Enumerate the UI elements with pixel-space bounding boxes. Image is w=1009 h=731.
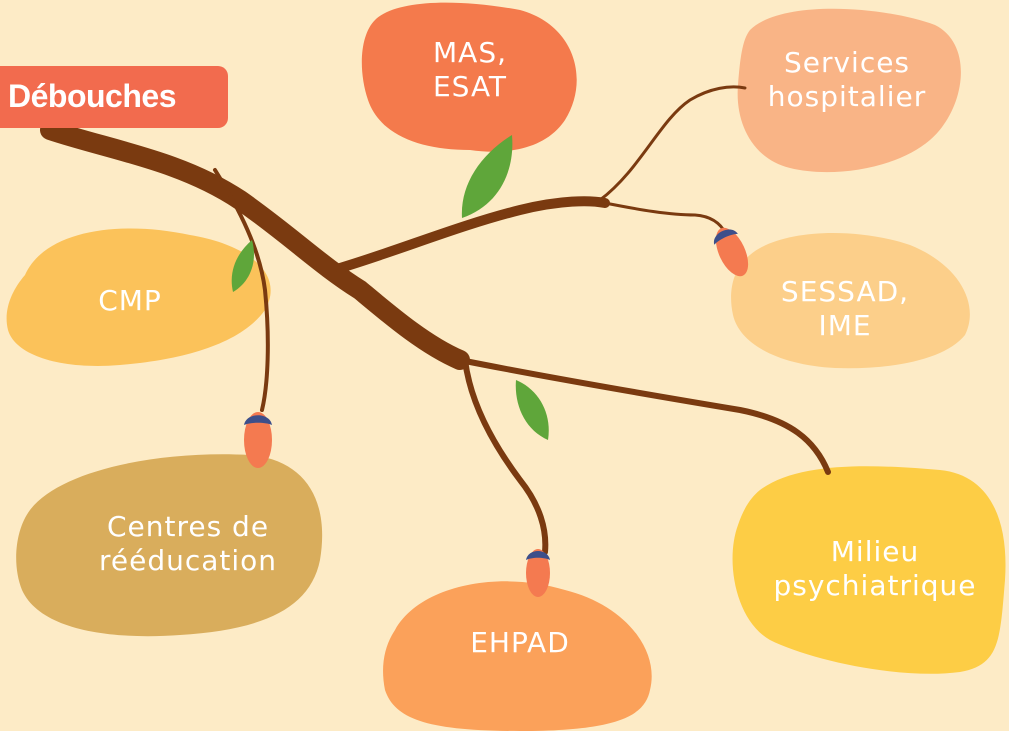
node-label-cmp: CMP (70, 284, 190, 318)
blob-mas-esat (361, 2, 577, 152)
node-label-ehpad: EHPAD (445, 626, 595, 660)
node-label-line: psychiatrique (773, 569, 977, 602)
bud-sessad-icon (714, 227, 749, 277)
branch-to-milieu (457, 357, 831, 475)
node-label-sessad-ime: SESSAD, IME (760, 275, 930, 343)
node-label-line: Services (783, 46, 911, 79)
blob-centres-reeducation (16, 454, 323, 637)
node-label-line: rééducation (98, 544, 278, 577)
branch-to-ehpad (462, 357, 549, 555)
blob-milieu-psychiatrique (732, 466, 1006, 674)
blob-cmp (6, 228, 271, 366)
node-label-line: ESAT (432, 70, 508, 103)
bud-cmp-icon (244, 412, 272, 468)
node-label-line: SESSAD, (780, 275, 910, 308)
leaf-icon (515, 380, 549, 440)
node-label-services-hospitalier: Services hospitalier (757, 46, 937, 114)
branch-to-sessad (598, 200, 728, 236)
leaves (231, 135, 549, 440)
diagram-title: Débouches (8, 78, 176, 114)
buds (244, 227, 749, 597)
node-label-line: hospitalier (767, 80, 927, 113)
leaf-icon (461, 135, 513, 218)
leaf-icon (231, 240, 254, 292)
branches (40, 85, 831, 555)
node-label-milieu-psychiatrique: Milieu psychiatrique (760, 535, 990, 603)
node-label-line: MAS, (433, 36, 507, 69)
branch-to-cmp-bud (213, 168, 270, 412)
node-label-line: IME (818, 309, 872, 342)
title-badge (0, 66, 228, 128)
main-branch (40, 120, 470, 370)
node-label-line: Centres de (106, 510, 270, 543)
branch-to-services (598, 85, 747, 202)
node-label-mas-esat: MAS, ESAT (420, 36, 520, 104)
blob-sessad-ime (731, 233, 970, 369)
branch-to-mas (335, 196, 610, 273)
node-label-line: Milieu (830, 535, 920, 568)
blob-ehpad (383, 581, 652, 731)
node-label-line: EHPAD (470, 626, 570, 659)
blob-services-hospitalier (737, 8, 961, 173)
bud-ehpad-icon (526, 549, 550, 597)
node-label-centres-reeducation: Centres de rééducation (88, 510, 288, 578)
node-label-line: CMP (98, 284, 162, 317)
